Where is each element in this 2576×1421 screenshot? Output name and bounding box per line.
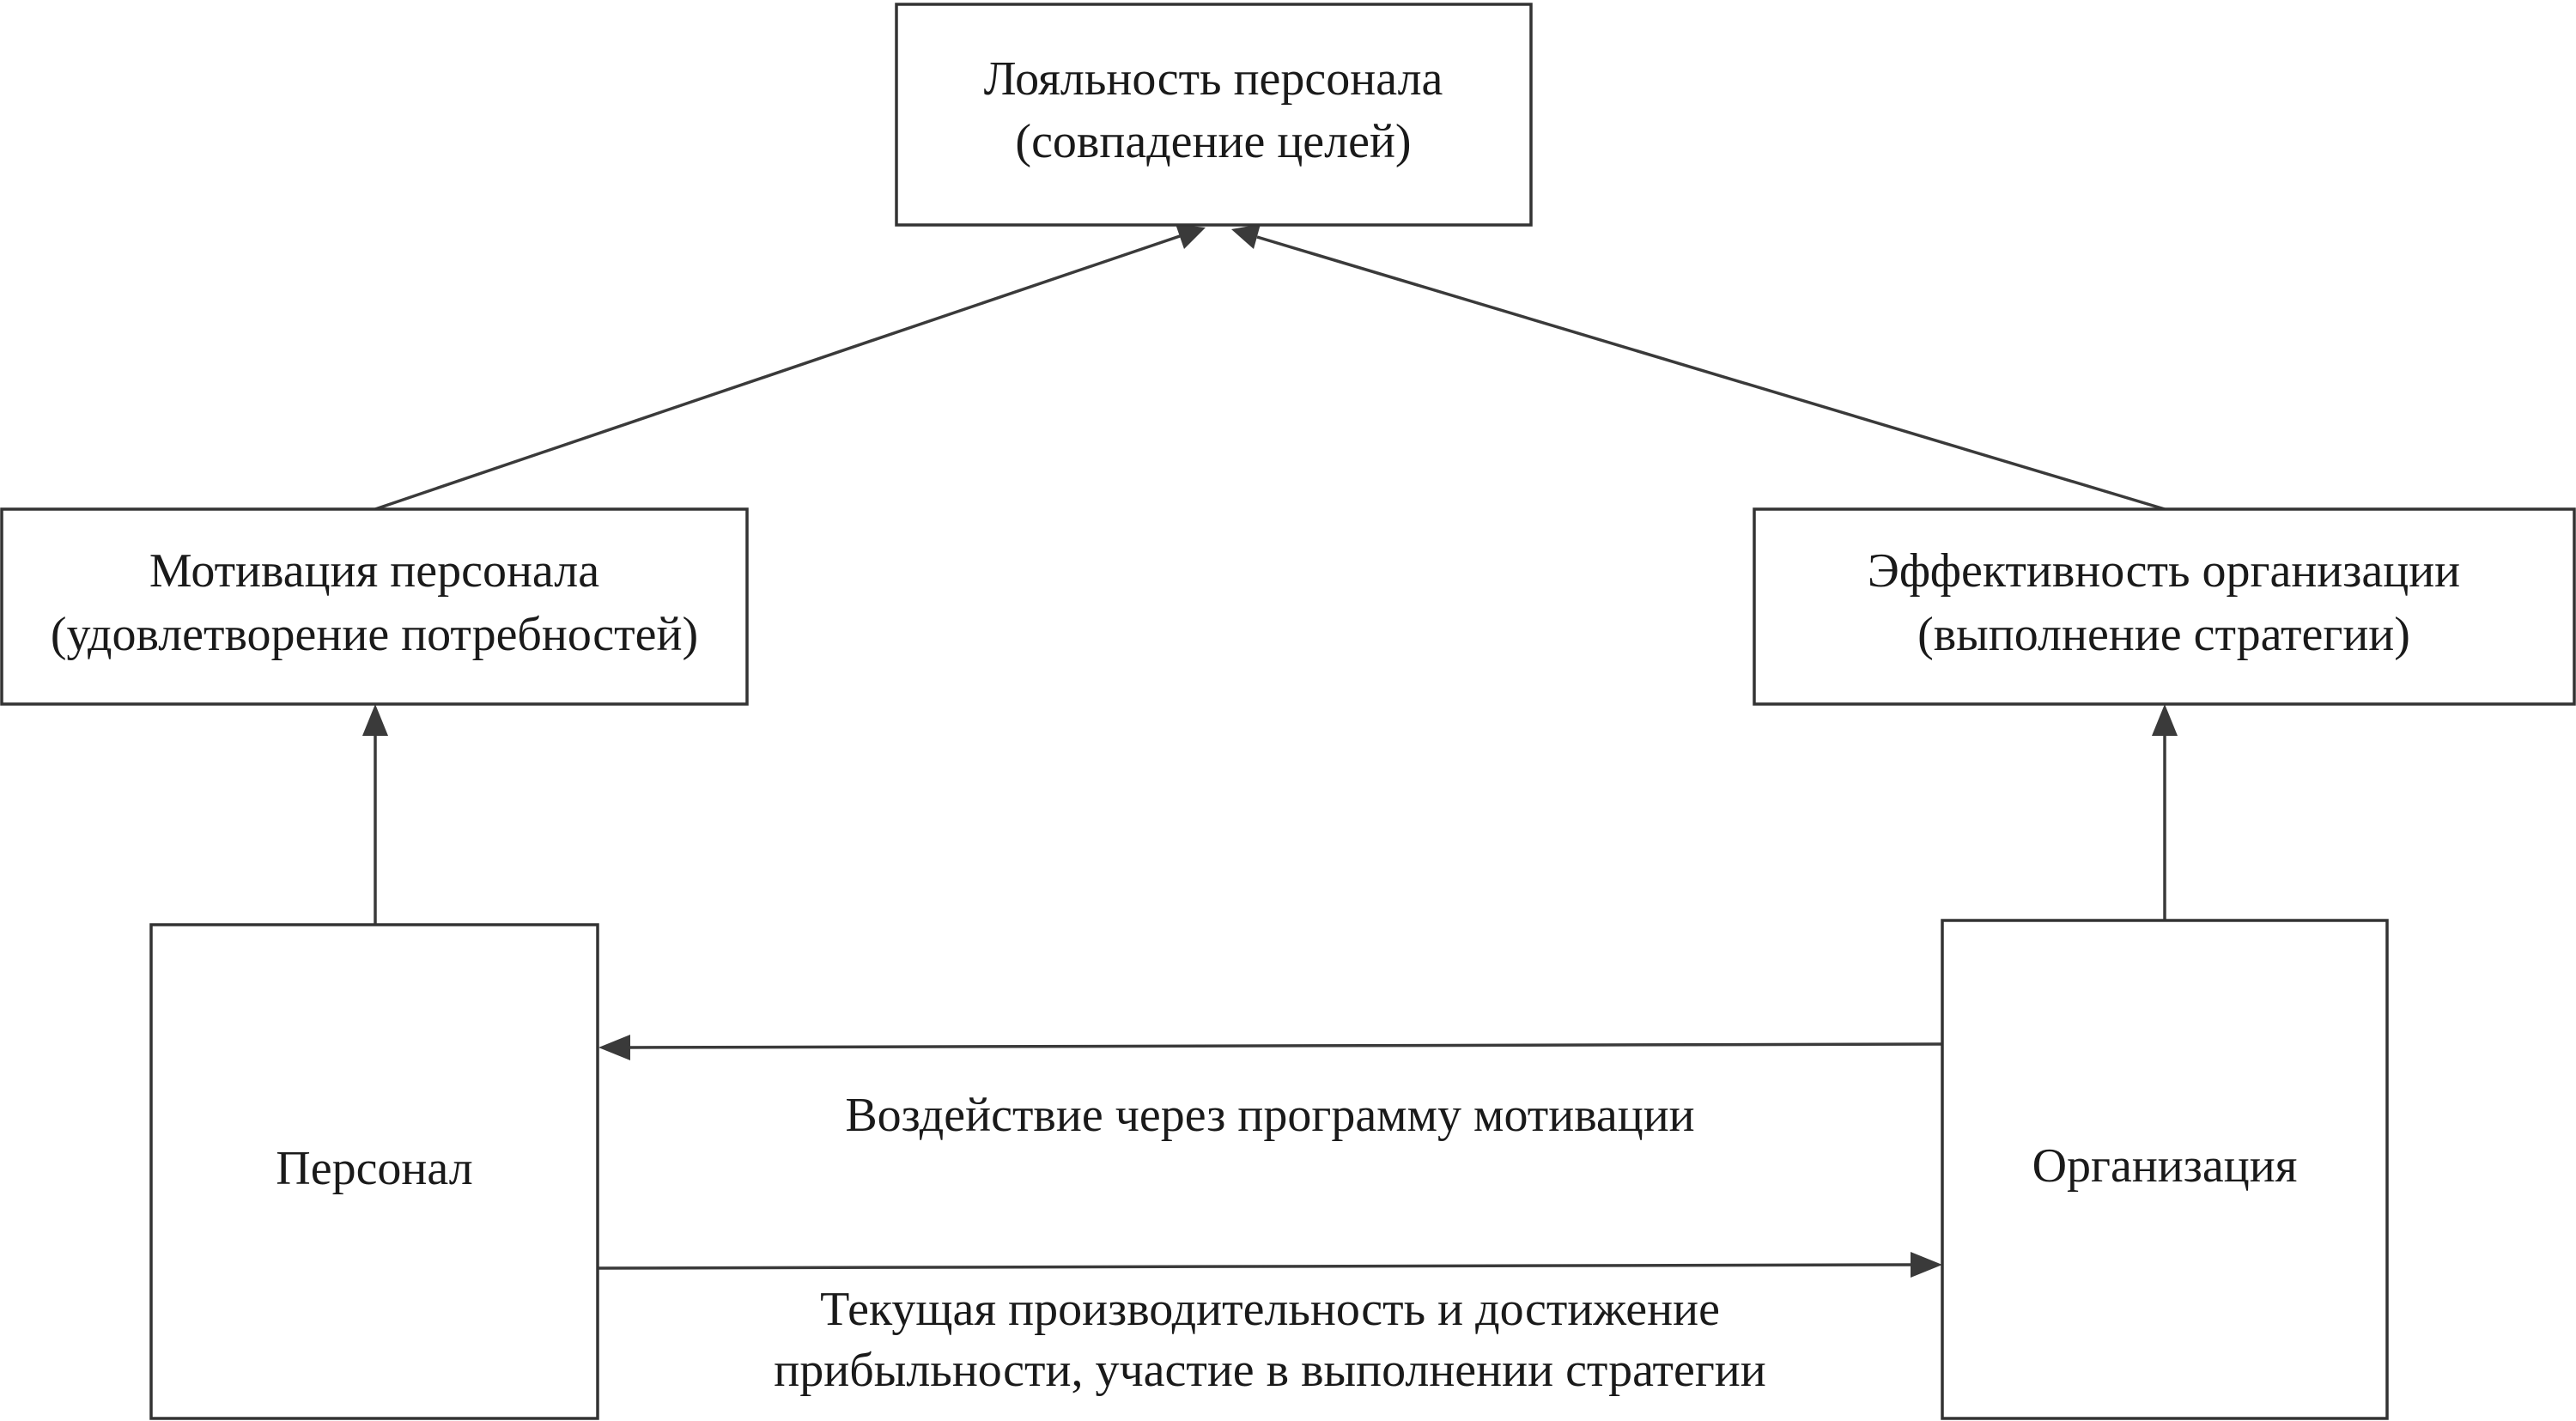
node-efficiency-line2: (выполнение стратегии) xyxy=(1917,608,2410,661)
edge-motivation-to-loyalty xyxy=(374,224,1206,511)
node-motivation-line2: (удовлетворение потребностей) xyxy=(51,608,698,661)
edge-efficiency-to-loyalty xyxy=(1231,224,2166,511)
edge-label-org-to-personnel: Воздействие через программу мотивации xyxy=(845,1089,1694,1142)
node-organization-label: Организация xyxy=(2032,1139,2298,1193)
node-motivation: Мотивация персонала (удовлетворение потр… xyxy=(0,507,749,706)
edge-organization-to-efficiency xyxy=(2152,704,2178,920)
node-loyalty-line1: Лояльность персонала xyxy=(984,52,1443,106)
node-organization: Организация xyxy=(1941,919,2389,1420)
edge-personnel-to-motivation xyxy=(362,704,388,925)
edge-label-personnel-to-org-line2: прибыльности, участие в выполнении страт… xyxy=(774,1344,1765,1397)
node-loyalty: Лояльность персонала (совпадение целей) xyxy=(895,3,1533,227)
edge-organization-to-personnel xyxy=(598,1035,1943,1060)
node-efficiency-line1: Эффективность организации xyxy=(1868,544,2460,598)
node-personnel-label: Персонал xyxy=(276,1142,472,1195)
edge-personnel-to-organization xyxy=(598,1252,1942,1278)
node-personnel: Персонал xyxy=(149,923,599,1420)
node-motivation-line1: Мотивация персонала xyxy=(149,544,599,598)
edge-label-personnel-to-org-line1: Текущая производительность и достижение xyxy=(820,1283,1720,1336)
node-efficiency: Эффективность организации (выполнение ст… xyxy=(1753,507,2576,706)
node-loyalty-line2: (совпадение целей) xyxy=(1015,115,1411,168)
